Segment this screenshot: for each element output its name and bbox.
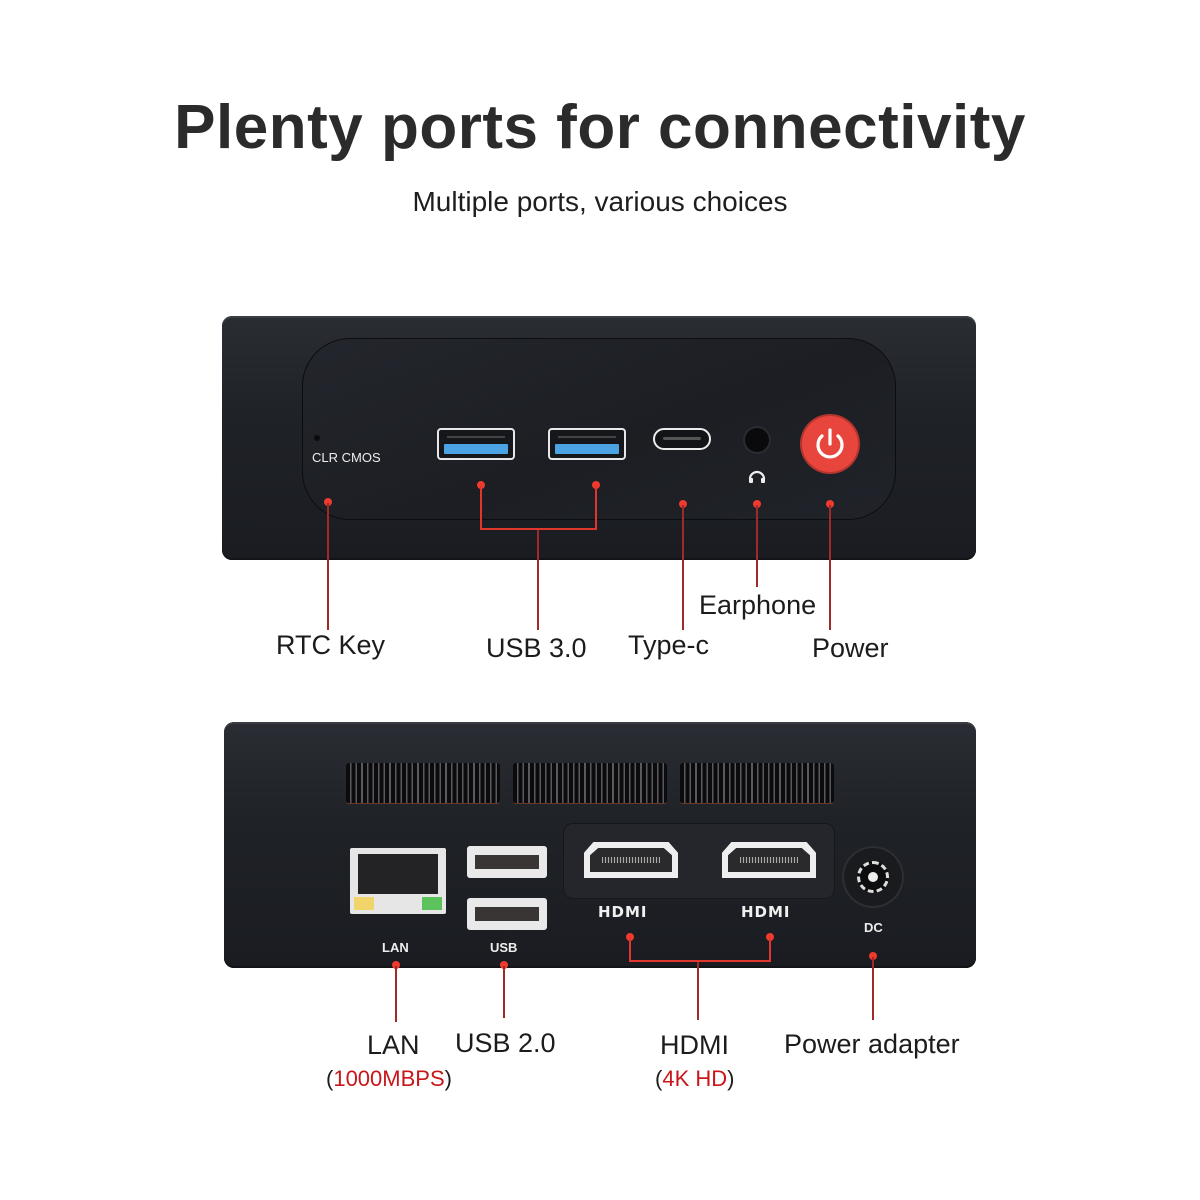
power-button[interactable] bbox=[802, 416, 858, 472]
earphone-label: Earphone bbox=[699, 590, 817, 620]
lan-callout-line bbox=[395, 966, 397, 1022]
lan-speed-label: (1000MBPS) bbox=[326, 1066, 452, 1091]
hdmi-resolution-value: 4K HD bbox=[662, 1066, 728, 1091]
hdmi-bracket-bar bbox=[629, 960, 771, 962]
usb2-port-1-icon bbox=[467, 846, 547, 878]
page-title: Plenty ports for connectivity bbox=[174, 93, 1026, 162]
hdmi-resolution-label: (4K HD) bbox=[655, 1066, 735, 1091]
usb2-label: USB 2.0 bbox=[455, 1028, 556, 1058]
vent-left bbox=[346, 763, 500, 804]
hdmi-callout-line bbox=[697, 962, 699, 1020]
earphone-callout-dot bbox=[753, 500, 761, 508]
hdmi-bracket-right bbox=[769, 937, 771, 962]
usb2-callout-dot bbox=[500, 961, 508, 969]
usb2-callout-line bbox=[503, 966, 505, 1018]
dc-callout-dot bbox=[869, 952, 877, 960]
power-adapter-label: Power adapter bbox=[784, 1029, 960, 1059]
usb-c-port-icon bbox=[653, 428, 711, 450]
usb3-bracket-left bbox=[480, 485, 482, 530]
rtc-key-label: RTC Key bbox=[276, 630, 386, 660]
power-callout-line bbox=[829, 505, 831, 630]
hdmi-bracket-left bbox=[629, 937, 631, 962]
hdmi-port-1-icon bbox=[584, 842, 678, 878]
hdmi-port-2-icon bbox=[722, 842, 816, 878]
usb3-bracket-right bbox=[595, 485, 597, 530]
vent-right bbox=[680, 763, 834, 804]
headset-icon bbox=[748, 470, 766, 483]
usb3-port-1-icon bbox=[437, 428, 515, 460]
power-icon bbox=[816, 428, 844, 459]
typec-label: Type-c bbox=[628, 630, 710, 660]
usb-printed-label: USB bbox=[490, 940, 518, 955]
page-subtitle: Multiple ports, various choices bbox=[412, 186, 788, 217]
dc-jack-icon bbox=[842, 846, 904, 908]
typec-callout-dot bbox=[679, 500, 687, 508]
typec-callout-line bbox=[682, 505, 684, 630]
hdmi-logo-2: HDMI bbox=[741, 903, 791, 921]
usb2-port-2-icon bbox=[467, 898, 547, 930]
usb3-bracket-bar bbox=[480, 528, 597, 530]
lan-label: LAN bbox=[367, 1030, 420, 1060]
lan-callout-dot bbox=[392, 961, 400, 969]
vent-middle bbox=[513, 763, 667, 804]
usb3-label: USB 3.0 bbox=[486, 633, 587, 663]
rtc-callout-line bbox=[327, 503, 329, 630]
power-label: Power bbox=[812, 633, 889, 663]
lan-printed-label: LAN bbox=[382, 940, 409, 955]
ethernet-port-icon bbox=[350, 848, 446, 914]
cmos-pinhole-icon bbox=[314, 435, 320, 441]
dc-callout-line bbox=[872, 957, 874, 1020]
rtc-callout-dot bbox=[324, 498, 332, 506]
usb3-callout-line bbox=[537, 530, 539, 630]
headphone-jack-icon bbox=[745, 428, 769, 452]
dc-printed-label: DC bbox=[864, 920, 883, 935]
clr-cmos-label: CLR CMOS bbox=[312, 450, 381, 465]
earphone-callout-line bbox=[756, 505, 758, 587]
hdmi-logo-1: HDMI bbox=[598, 903, 648, 921]
hdmi-label: HDMI bbox=[660, 1030, 729, 1060]
lan-speed-value: 1000MBPS bbox=[333, 1066, 445, 1091]
power-callout-dot bbox=[826, 500, 834, 508]
usb3-port-2-icon bbox=[548, 428, 626, 460]
